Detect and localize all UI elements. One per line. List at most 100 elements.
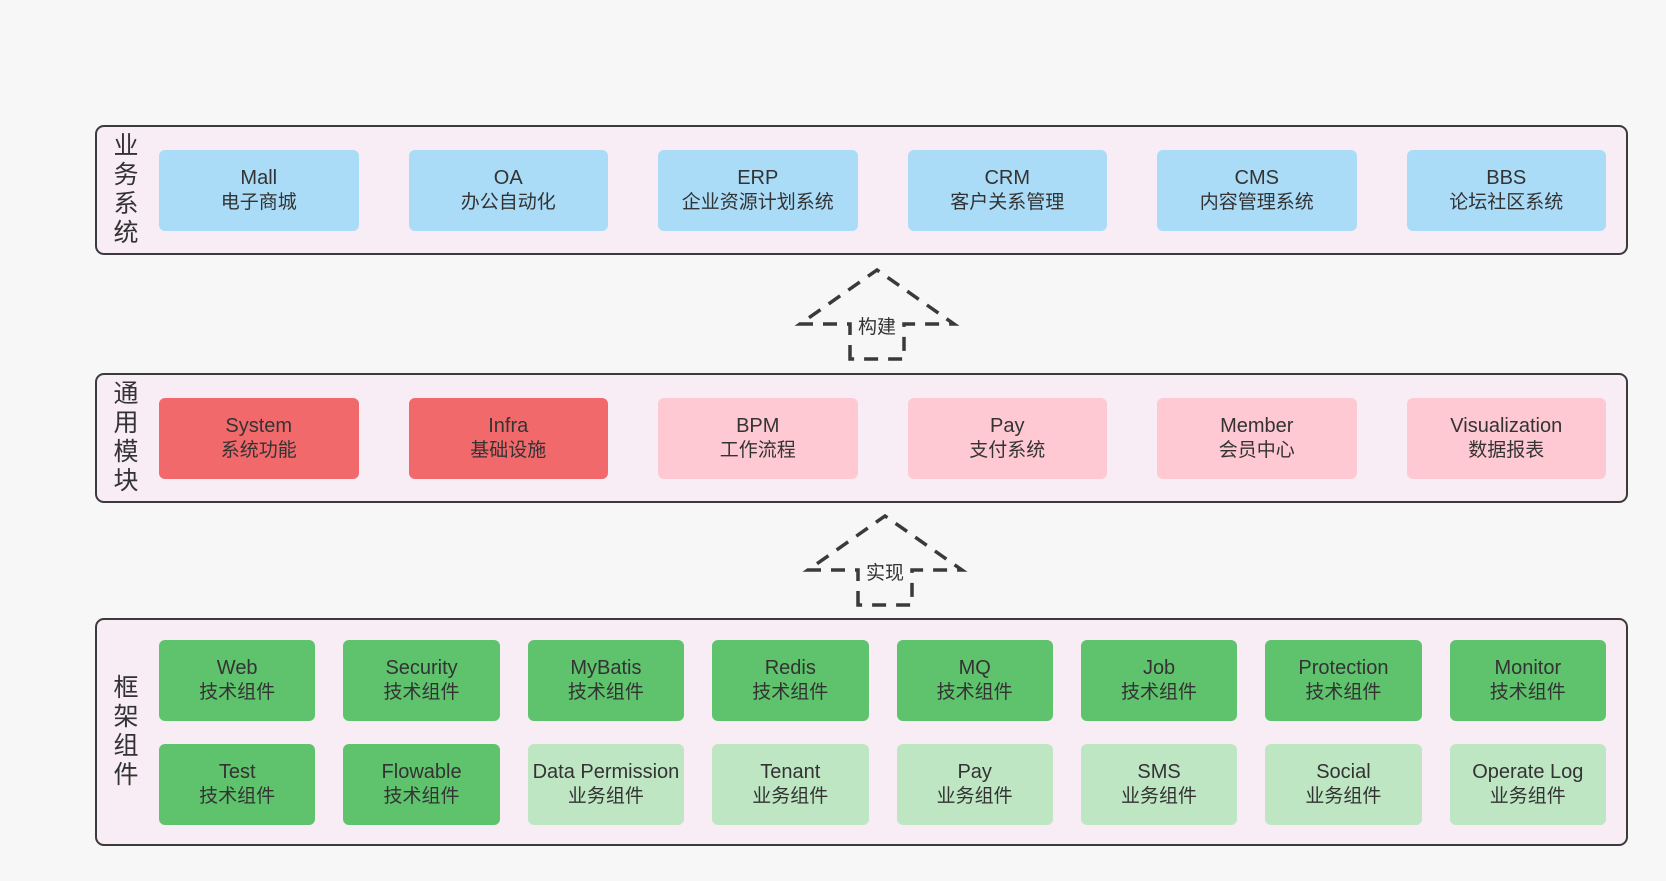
module-desc: 业务组件 <box>567 785 644 807</box>
module-desc: 业务组件 <box>1489 785 1566 807</box>
module-name: MQ <box>958 656 991 679</box>
module-name: Social <box>1316 760 1371 783</box>
module-box: System 系统功能 <box>159 397 359 479</box>
module-desc: 数据报表 <box>1468 439 1545 461</box>
module-name: MyBatis <box>570 656 642 679</box>
module-row: Web 技术组件 Security 技术组件 MyBatis 技术组件 Redi… <box>159 639 1606 721</box>
module-name: Web <box>216 656 258 679</box>
sticky-note: 内置组件 <box>41 658 99 776</box>
module-box: Operate Log 业务组件 <box>1449 743 1606 825</box>
module-box: Data Permission 业务组件 <box>527 743 685 825</box>
module-desc: 系统功能 <box>220 439 297 461</box>
module-name: Protection <box>1298 656 1389 679</box>
arrow-label: 实现 <box>861 558 909 585</box>
module-box: Member 会员中心 <box>1157 397 1357 479</box>
module-name: Mall <box>240 166 278 189</box>
module-desc: 技术组件 <box>199 785 276 807</box>
module-name: Redis <box>764 656 816 679</box>
module-row: System 系统功能 Infra 基础设施 BPM 工作流程 Pay 支付系统… <box>159 397 1606 479</box>
module-box: BBS 论坛社区系统 <box>1406 149 1606 231</box>
section-title: 通用模块 <box>110 380 138 496</box>
section-container: 内置功能 通用模块 System 系统功能 Infra 基础设施 BPM 工作流… <box>95 373 1628 503</box>
module-box: Protection 技术组件 <box>1265 639 1422 721</box>
module-box: Security 技术组件 <box>343 639 500 721</box>
module-row: Test 技术组件 Flowable 技术组件 Data Permission … <box>159 743 1606 825</box>
module-desc: 业务组件 <box>752 785 829 807</box>
sticky-note: 内置功能 <box>41 367 99 485</box>
module-name: System <box>225 414 293 437</box>
module-name: Security <box>385 656 458 679</box>
module-name: Data Permission <box>532 760 680 783</box>
module-name: OA <box>493 166 523 189</box>
module-name: Flowable <box>381 760 462 783</box>
section-title: 框架组件 <box>110 674 138 790</box>
module-name: Test <box>218 760 256 783</box>
module-name: ERP <box>737 166 779 189</box>
module-name: Operate Log <box>1472 760 1584 783</box>
module-name: Job <box>1142 656 1176 679</box>
module-desc: 支付系统 <box>969 439 1046 461</box>
dashed-up-arrow: 构建 <box>792 266 962 362</box>
module-box: Tenant 业务组件 <box>712 743 869 825</box>
module-box: MyBatis 技术组件 <box>527 639 685 721</box>
note-fold-corner-icon <box>79 658 99 678</box>
module-name: Pay <box>990 414 1025 437</box>
dashed-up-arrow: 实现 <box>800 512 970 608</box>
module-box: Visualization 数据报表 <box>1406 397 1606 479</box>
module-desc: 业务组件 <box>1121 785 1198 807</box>
section-rows: Mall 电子商城 OA 办公自动化 ERP 企业资源计划系统 CRM 客户关系… <box>147 127 1626 253</box>
note-fold-corner-icon <box>79 367 99 387</box>
module-box: OA 办公自动化 <box>408 149 608 231</box>
module-box: MQ 技术组件 <box>896 639 1053 721</box>
module-name: Member <box>1220 414 1294 437</box>
module-desc: 业务组件 <box>1305 785 1382 807</box>
module-desc: 电子商城 <box>220 191 297 213</box>
module-desc: 技术组件 <box>752 681 829 703</box>
sticky-note-label: 内置功能 <box>59 378 82 474</box>
module-name: Infra <box>488 414 529 437</box>
module-desc: 内容管理系统 <box>1199 191 1314 213</box>
module-desc: 技术组件 <box>383 785 460 807</box>
section-title: 业务系统 <box>110 132 138 248</box>
module-box: Web 技术组件 <box>159 639 316 721</box>
module-name: Visualization <box>1450 414 1563 437</box>
section-rows: Web 技术组件 Security 技术组件 MyBatis 技术组件 Redi… <box>147 620 1626 844</box>
module-name: CMS <box>1234 166 1279 189</box>
module-desc: 企业资源计划系统 <box>681 191 834 213</box>
module-desc: 客户关系管理 <box>950 191 1065 213</box>
module-desc: 办公自动化 <box>460 191 556 213</box>
module-box: Redis 技术组件 <box>712 639 869 721</box>
module-box: ERP 企业资源计划系统 <box>658 149 858 231</box>
module-desc: 论坛社区系统 <box>1449 191 1564 213</box>
module-desc: 技术组件 <box>1489 681 1566 703</box>
module-desc: 技术组件 <box>199 681 276 703</box>
module-name: BBS <box>1486 166 1527 189</box>
module-desc: 技术组件 <box>1121 681 1198 703</box>
module-box: Social 业务组件 <box>1265 743 1422 825</box>
module-name: Monitor <box>1494 656 1562 679</box>
module-box: SMS 业务组件 <box>1080 743 1238 825</box>
module-box: BPM 工作流程 <box>658 397 858 479</box>
module-name: SMS <box>1137 760 1181 783</box>
section-rows: System 系统功能 Infra 基础设施 BPM 工作流程 Pay 支付系统… <box>147 375 1626 501</box>
up-arrow-icon <box>794 267 960 361</box>
module-desc: 技术组件 <box>383 681 460 703</box>
module-desc: 技术组件 <box>1305 681 1382 703</box>
module-desc: 技术组件 <box>936 681 1013 703</box>
module-box: Test 技术组件 <box>159 743 316 825</box>
module-desc: 业务组件 <box>936 785 1013 807</box>
module-desc: 技术组件 <box>567 681 644 703</box>
sticky-note-label: 内置组件 <box>59 669 82 765</box>
module-box: Job 技术组件 <box>1080 639 1238 721</box>
section-container: 内置组件 框架组件 Web 技术组件 Security 技术组件 MyBatis… <box>95 618 1628 846</box>
module-box: Flowable 技术组件 <box>343 743 500 825</box>
module-box: Infra 基础设施 <box>408 397 608 479</box>
module-desc: 工作流程 <box>719 439 796 461</box>
module-name: CRM <box>984 166 1031 189</box>
section-container: 业务系统 Mall 电子商城 OA 办公自动化 ERP 企业资源计划系统 CRM… <box>95 125 1628 255</box>
module-box: Pay 业务组件 <box>896 743 1053 825</box>
module-row: Mall 电子商城 OA 办公自动化 ERP 企业资源计划系统 CRM 客户关系… <box>159 149 1606 231</box>
module-box: Mall 电子商城 <box>159 149 359 231</box>
module-name: Pay <box>957 760 992 783</box>
